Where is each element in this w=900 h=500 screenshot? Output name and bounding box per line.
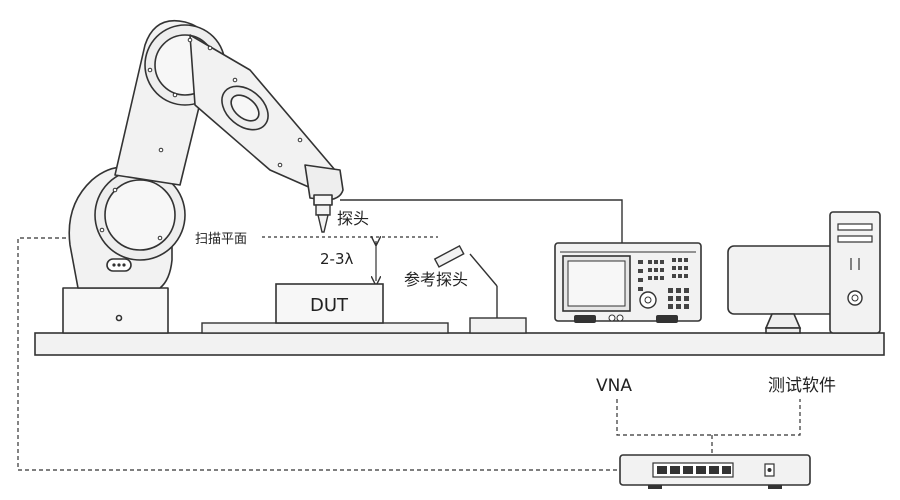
scan-plane-label: 扫描平面 [195, 232, 247, 247]
vna-instrument [554, 242, 702, 323]
probe [315, 204, 331, 233]
bench [34, 332, 885, 356]
probe-cable [340, 199, 623, 243]
vna-label: VNA [596, 376, 632, 396]
reference-probe-label: 参考探头 [404, 270, 468, 289]
reference-probe [433, 244, 527, 334]
network-switch [619, 454, 811, 489]
network-links [616, 399, 801, 458]
probe-label: 探头 [337, 209, 369, 228]
robot-base [62, 287, 169, 334]
robot-control-cable [17, 237, 620, 471]
distance-label: 2-3λ [320, 250, 353, 268]
monitor [727, 245, 841, 334]
robot-arm [62, 20, 344, 334]
test-software-label: 测试软件 [768, 376, 836, 396]
robot-base-indicator [115, 314, 123, 322]
positioner-plate [201, 322, 449, 334]
vna-keypad [638, 258, 689, 309]
dut-label: DUT [310, 295, 349, 316]
pc-tower [829, 211, 881, 334]
dut-box [275, 283, 384, 324]
